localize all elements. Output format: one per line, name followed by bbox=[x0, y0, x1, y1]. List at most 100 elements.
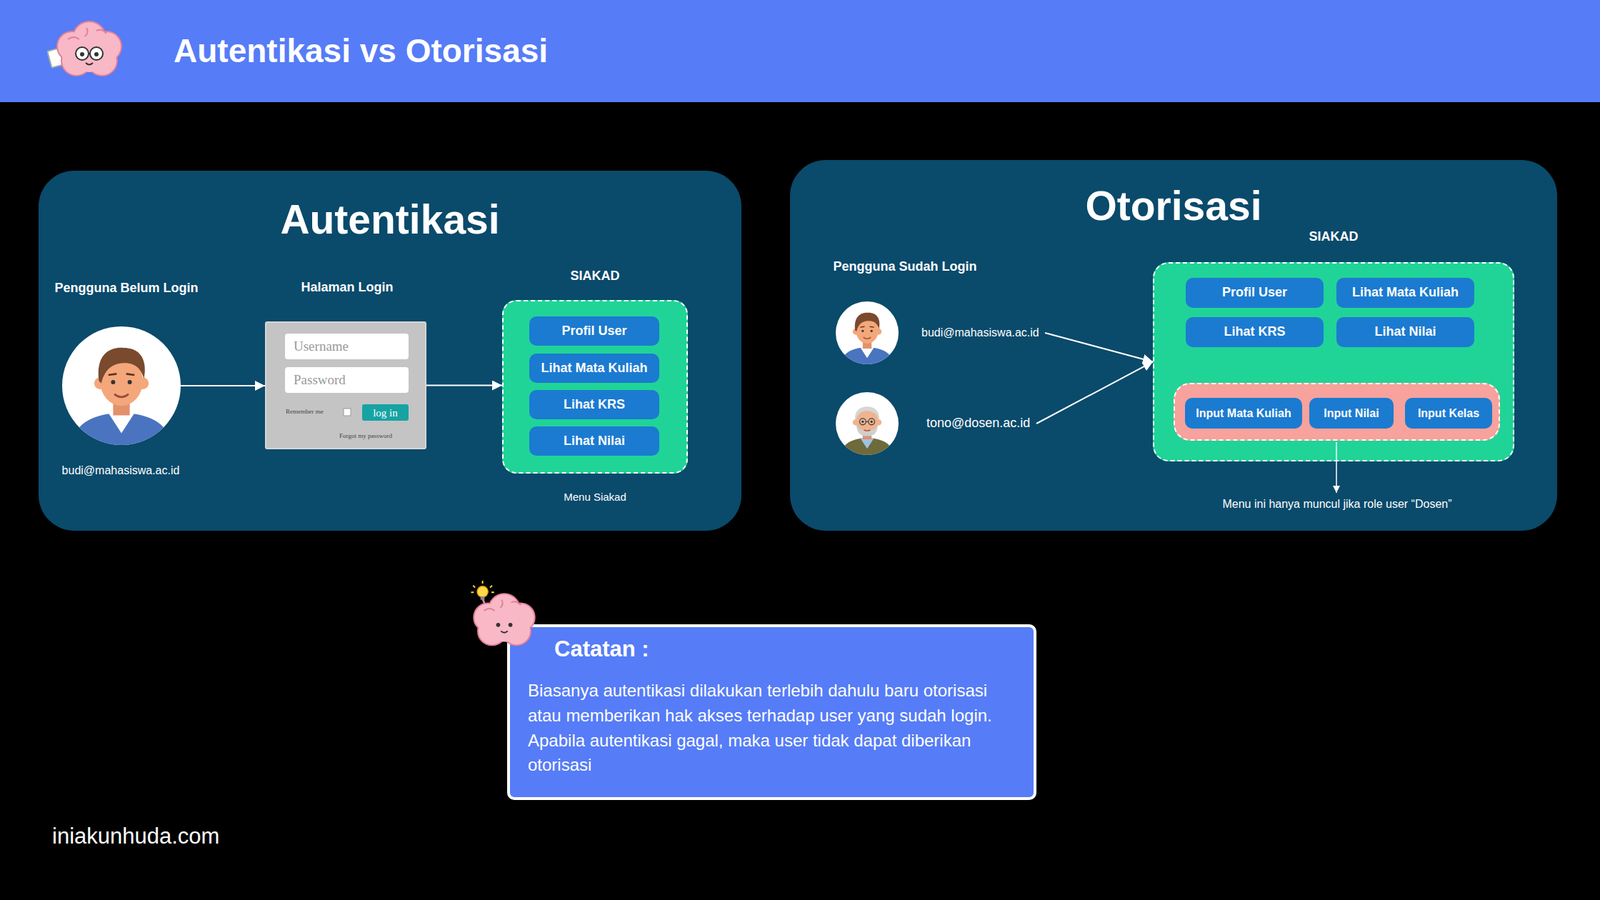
collar bbox=[860, 347, 874, 358]
node-text: Lihat Mata Kuliah bbox=[1352, 285, 1459, 301]
node-text: Lihat Mata Kuliah bbox=[540, 360, 648, 377]
brain-fill bbox=[73, 22, 105, 54]
smile bbox=[85, 62, 93, 65]
user-avatar: budi@mahasiswa.ac.id bbox=[835, 301, 1045, 365]
brain-fill bbox=[92, 32, 121, 61]
node-text: Menu ini hanya muncul jika role user “Do… bbox=[1108, 497, 1566, 511]
node-text: Menu Siakad bbox=[487, 490, 703, 504]
connector-arrow bbox=[1036, 362, 1153, 425]
menu-button: Lihat Nilai bbox=[1336, 317, 1475, 348]
brain-lobe bbox=[478, 617, 506, 645]
text-anchor: Pengguna Sudah Login bbox=[797, 259, 1013, 275]
brain-fill bbox=[489, 594, 520, 625]
menu-button: Input Mata Kuliah bbox=[1185, 397, 1303, 429]
node-text: Password bbox=[285, 372, 355, 389]
node-text: Otorisasi bbox=[790, 181, 1558, 230]
panel: budi@mahasiswa.ac.id tono@dosen.ac.id Prof… bbox=[790, 160, 1558, 531]
brain-lobe bbox=[73, 22, 105, 54]
text-anchor: tono@dosen.ac.id bbox=[926, 415, 1030, 432]
text-anchor: iniakunhuda.com bbox=[52, 822, 220, 850]
text-anchor: Biasanya autentikasi dilakukan terlebih … bbox=[527, 678, 1014, 778]
login-form: UsernamePasswordlog inHalaman Login bbox=[265, 321, 427, 450]
eye bbox=[496, 622, 501, 628]
text-anchor: SIAKAD bbox=[487, 268, 703, 285]
brain-fill bbox=[474, 603, 502, 631]
brain-lobe bbox=[92, 32, 121, 61]
eye bbox=[861, 330, 864, 333]
shirt bbox=[840, 347, 894, 365]
glasses bbox=[859, 418, 866, 425]
avatar-circle bbox=[835, 301, 899, 365]
shirt bbox=[71, 412, 171, 445]
menu-group: Profil UserLihat Mata KuliahLihat KRSLih… bbox=[502, 300, 688, 474]
brain-fill bbox=[489, 612, 520, 643]
glasses bbox=[90, 47, 103, 60]
brain-fold bbox=[67, 27, 107, 40]
menu-button: Lihat Mata Kuliah bbox=[529, 353, 660, 383]
page-title: Autentikasi vs Otorisasi bbox=[173, 31, 548, 71]
menu-button: Input Nilai bbox=[1309, 397, 1394, 429]
text-anchor: Otorisasi bbox=[790, 181, 1558, 230]
node-text: Input Mata Kuliah bbox=[1195, 406, 1291, 420]
node-text: Catatan : bbox=[554, 635, 840, 663]
avatar-illustration bbox=[835, 301, 899, 365]
node-text: Lihat KRS bbox=[563, 397, 625, 413]
eye bbox=[80, 52, 85, 57]
node-text: budi@mahasiswa.ac.id bbox=[27, 463, 214, 478]
brain-lobe bbox=[507, 603, 535, 631]
brain-mascot bbox=[470, 580, 534, 645]
brain-lobe bbox=[502, 617, 530, 645]
mouth bbox=[863, 337, 872, 339]
panel: Pengguna Belum Loginbudi@mahasiswa.ac.id… bbox=[38, 170, 742, 531]
avatar-illustration bbox=[62, 326, 181, 445]
hair bbox=[98, 347, 145, 384]
node-text: Input Kelas bbox=[1417, 406, 1480, 420]
note-box: Catatan : Biasanya autentikasi dilakukan … bbox=[507, 624, 1037, 800]
eye bbox=[94, 52, 99, 57]
glasses-bridge bbox=[88, 52, 90, 55]
lightbulb bbox=[477, 586, 488, 598]
text-anchor: Halaman Login bbox=[240, 280, 455, 296]
text-anchor: Autentikasi bbox=[38, 195, 742, 244]
brows bbox=[108, 373, 135, 375]
node-text: Username bbox=[285, 338, 358, 355]
menu-button: Input Kelas bbox=[1405, 397, 1493, 429]
connector-arrow bbox=[1045, 332, 1153, 363]
role-menu-group: Input Mata KuliahInput NilaiInput KelasM… bbox=[1173, 382, 1500, 441]
brain-lobe bbox=[57, 32, 87, 61]
node-text: Lihat KRS bbox=[1223, 324, 1285, 340]
input-field: Password bbox=[285, 367, 409, 393]
label-text: Remember me bbox=[285, 407, 324, 416]
node-text: Input Nilai bbox=[1323, 406, 1379, 420]
brain-mascot bbox=[47, 22, 121, 75]
brain-fill bbox=[502, 617, 530, 645]
connector-arrow bbox=[180, 385, 265, 387]
glasses-bridge bbox=[865, 421, 869, 423]
lightbulb-rays bbox=[470, 580, 494, 593]
menu-button: Profil User bbox=[1185, 277, 1324, 308]
avatar-circle bbox=[62, 326, 181, 445]
brain-fill bbox=[62, 46, 91, 75]
avatar-illustration bbox=[835, 392, 899, 455]
person bbox=[840, 406, 894, 455]
smile bbox=[500, 630, 508, 633]
connector-arrow bbox=[426, 385, 503, 387]
mouth bbox=[114, 394, 129, 398]
person bbox=[71, 347, 171, 445]
node-text: Lihat Nilai bbox=[1374, 324, 1436, 340]
glasses bbox=[868, 418, 875, 425]
brain-fill bbox=[87, 46, 117, 75]
eye bbox=[870, 420, 873, 423]
text-anchor: budi@mahasiswa.ac.id bbox=[921, 325, 1040, 340]
brain-lobe bbox=[474, 603, 502, 631]
user-avatar: Pengguna Belum Loginbudi@mahasiswa.ac.id bbox=[62, 326, 181, 445]
shirt bbox=[840, 437, 894, 455]
eye bbox=[110, 380, 115, 385]
login-button: log in bbox=[362, 404, 409, 421]
menu-button: Lihat Mata Kuliah bbox=[1336, 277, 1475, 308]
label-text: Forgot my password bbox=[294, 432, 438, 440]
brain-fill bbox=[507, 603, 535, 631]
collar bbox=[860, 437, 874, 449]
node-text: Profil User bbox=[1222, 285, 1288, 301]
